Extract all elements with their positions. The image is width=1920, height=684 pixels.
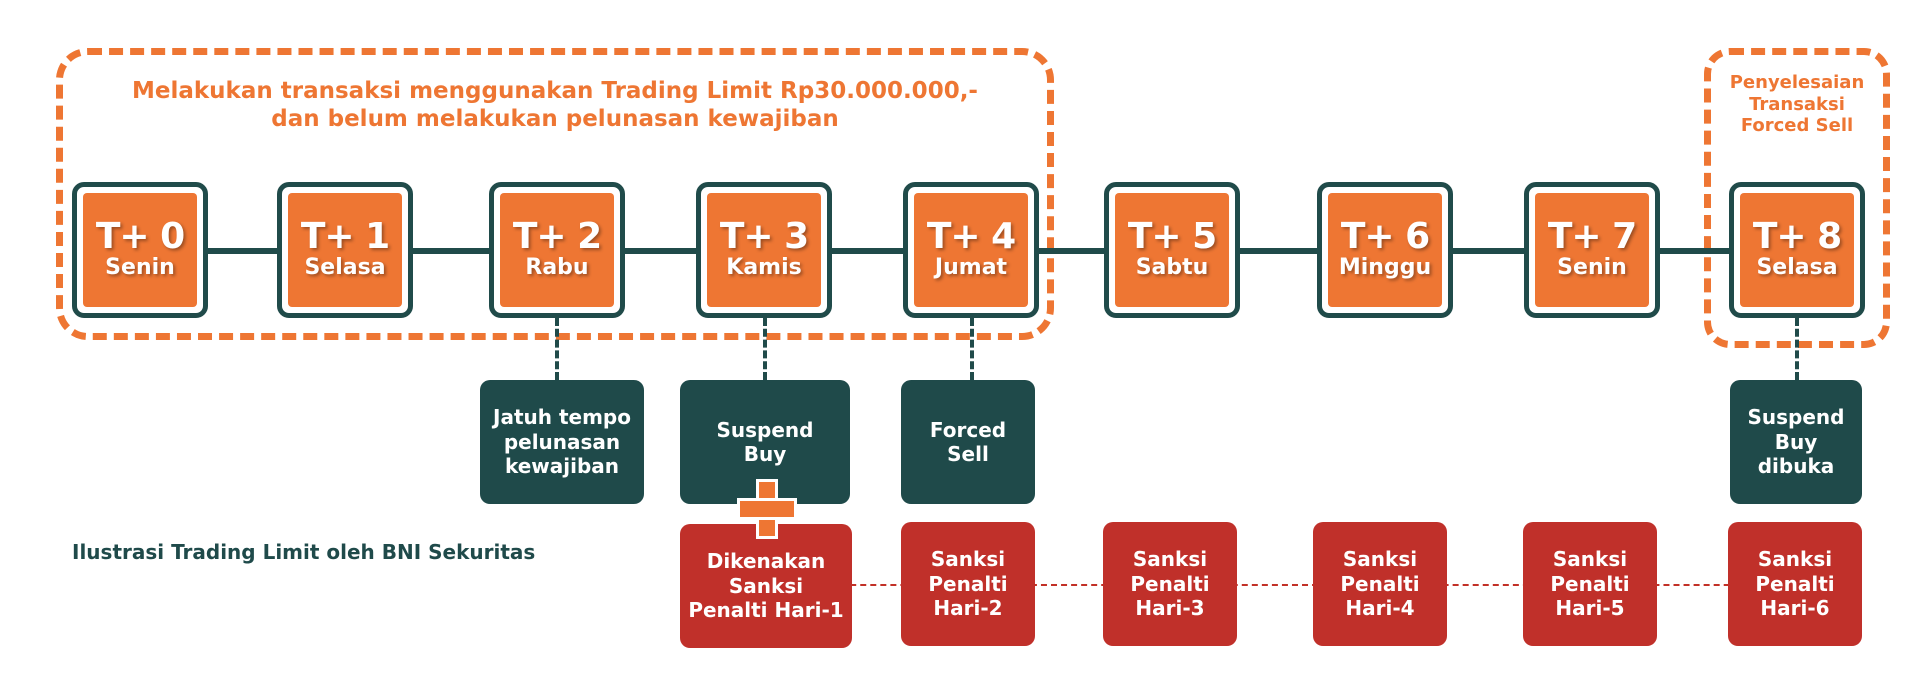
day-node-t3: T+ 3 Kamis	[696, 182, 832, 318]
connector-t2	[555, 318, 559, 380]
day-node-t5: T+ 5 Sabtu	[1104, 182, 1240, 318]
penalty-day-2-text: Sanksi Penalti Hari-2	[928, 547, 1008, 621]
event-forced-sell: Forced Sell	[901, 380, 1035, 504]
event-due-date-text: Jatuh tempo pelunasan kewajiban	[493, 405, 631, 479]
forced-sell-settlement-title: Penyelesaian Transaksi Forced Sell	[1729, 72, 1865, 137]
connector-t4	[970, 318, 974, 380]
day-node-t2: T+ 2 Rabu	[489, 182, 625, 318]
penalty-chain-line	[800, 584, 1800, 586]
day-name: Selasa	[304, 255, 386, 281]
trading-limit-title-line-2: dan belum melakukan pelunasan kewajiban	[271, 105, 839, 132]
penalty-day-2: Sanksi Penalti Hari-2	[901, 522, 1035, 646]
day-node-t4: T+ 4 Jumat	[903, 182, 1039, 318]
day-name: Senin	[1557, 255, 1627, 281]
day-label: T+ 4	[926, 216, 1016, 258]
penalty-day-6-text: Sanksi Penalti Hari-6	[1755, 547, 1835, 621]
day-name: Senin	[105, 255, 175, 281]
day-node-t0: T+ 0 Senin	[72, 182, 208, 318]
day-label: T+ 2	[512, 216, 602, 258]
event-forced-sell-text: Forced Sell	[929, 417, 1007, 466]
day-label: T+ 0	[95, 216, 185, 258]
penalty-day-3: Sanksi Penalti Hari-3	[1103, 522, 1237, 646]
event-suspend-buy: Suspend Buy	[680, 380, 850, 504]
trading-limit-title-line-1: Melakukan transaksi menggunakan Trading …	[132, 78, 978, 104]
day-node-t1: T+ 1 Selasa	[277, 182, 413, 318]
penalty-day-1: Dikenakan Sanksi Penalti Hari-1	[680, 524, 852, 648]
day-node-t7: T+ 7 Senin	[1524, 182, 1660, 318]
day-name: Sabtu	[1135, 255, 1209, 281]
connector-t8	[1795, 318, 1799, 380]
day-name: Kamis	[726, 255, 802, 281]
penalty-day-4: Sanksi Penalti Hari-4	[1313, 522, 1447, 646]
day-label: T+ 7	[1547, 216, 1637, 258]
illustration-caption: Ilustrasi Trading Limit oleh BNI Sekurit…	[72, 540, 536, 564]
day-name: Selasa	[1756, 255, 1838, 281]
plus-icon	[737, 479, 797, 539]
penalty-day-6: Sanksi Penalti Hari-6	[1728, 522, 1862, 646]
day-name: Minggu	[1338, 255, 1432, 281]
event-suspend-buy-lifted-text: Suspend Buy dibuka	[1747, 405, 1845, 479]
day-name: Rabu	[525, 255, 589, 281]
penalty-day-3-text: Sanksi Penalti Hari-3	[1130, 547, 1210, 621]
penalty-day-5-text: Sanksi Penalti Hari-5	[1550, 547, 1630, 621]
penalty-day-4-text: Sanksi Penalti Hari-4	[1340, 547, 1420, 621]
day-node-t6: T+ 6 Minggu	[1317, 182, 1453, 318]
day-node-t8: T+ 8 Selasa	[1729, 182, 1865, 318]
connector-t3	[763, 318, 767, 380]
day-label: T+ 6	[1340, 216, 1430, 258]
day-label: T+ 8	[1752, 216, 1842, 258]
day-label: T+ 3	[719, 216, 809, 258]
penalty-day-5: Sanksi Penalti Hari-5	[1523, 522, 1657, 646]
day-label: T+ 1	[300, 216, 390, 258]
event-suspend-buy-text: Suspend Buy	[716, 417, 814, 466]
trading-limit-period-title: Melakukan transaksi menggunakan Trading …	[90, 78, 1020, 133]
day-name: Jumat	[934, 255, 1008, 281]
event-suspend-buy-lifted: Suspend Buy dibuka	[1730, 380, 1862, 504]
event-due-date: Jatuh tempo pelunasan kewajiban	[480, 380, 644, 504]
day-label: T+ 5	[1127, 216, 1217, 258]
penalty-day-1-text: Dikenakan Sanksi Penalti Hari-1	[688, 549, 844, 623]
